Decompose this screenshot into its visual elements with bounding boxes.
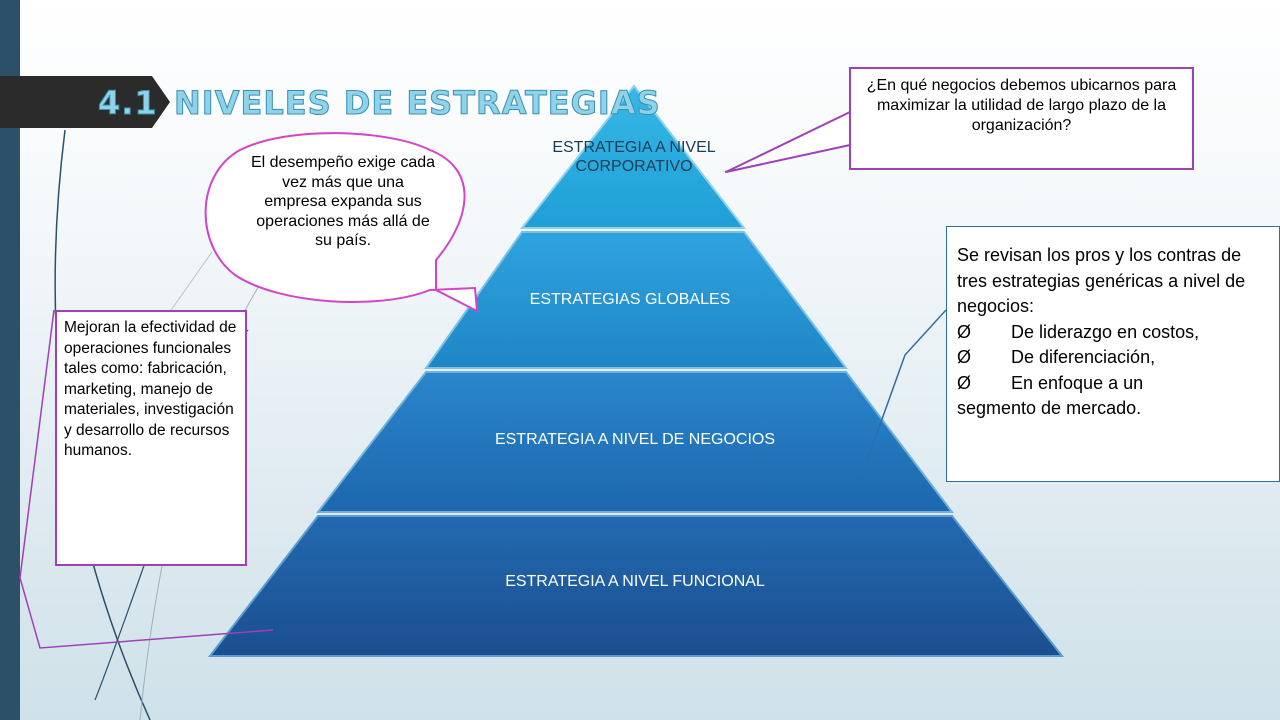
page-title: NIVELES DE ESTRATEGIAS [174,84,661,123]
functional-callout: Mejoran la efectividad de operaciones fu… [55,310,247,566]
functional-callout-text: Mejoran la efectividad de operaciones fu… [64,319,237,459]
pyramid-level-global [424,231,848,369]
level-label-corporative-line2: CORPORATIVO [575,158,693,175]
business-callout-intro: Se revisan los pros y los contras de tre… [957,245,1246,316]
left-accent-strip [0,0,20,720]
corporate-pointer-edge [725,111,851,173]
global-speech-bubble [204,132,479,313]
bullet-text: De liderazgo en costos, [1011,321,1200,342]
corporate-callout-text: ¿En qué negocios debemos ubicarnos para … [866,77,1177,134]
pyramid [207,84,1065,657]
business-connector [861,309,947,476]
pyramid-level-corporative [519,84,747,229]
section-number: 4.1 [98,84,158,123]
global-callout-text: El desempeño exige cada vez más que una … [250,154,436,249]
business-callout: Se revisan los pros y los contras de tre… [946,226,1280,482]
level-label-business: ESTRATEGIA A NIVEL DE NEGOCIOS [494,431,776,448]
business-callout-tail: segmento de mercado. [957,398,1142,418]
bullet-text: De diferenciación, [1011,347,1156,367]
pyramid-level-functional [207,515,1065,657]
level-label-corporative-line1: ESTRATEGIA A NIVEL [552,139,716,156]
title-banner [0,76,170,128]
functional-connector [19,309,274,649]
level-label-global: ESTRATEGIAS GLOBALES [529,291,731,308]
bullet-symbol: Ø [957,372,972,393]
business-bullet-item: Ø De diferenciación, [957,345,1269,371]
pyramid-level-business [315,371,955,513]
level-label-functional: ESTRATEGIA A NIVEL FUNCIONAL [505,573,765,590]
bullet-symbol: Ø [957,321,972,342]
business-bullet-item: Ø En enfoque a un [957,371,1269,397]
bullet-text: En enfoque a un [1011,372,1144,393]
business-bullet-item: Ø De liderazgo en costos, [957,320,1269,346]
bullet-symbol: Ø [957,347,972,367]
corporate-callout: ¿En qué negocios debemos ubicarnos para … [849,67,1194,170]
level-label-corporative: ESTRATEGIA A NIVEL CORPORATIVO [514,138,754,176]
